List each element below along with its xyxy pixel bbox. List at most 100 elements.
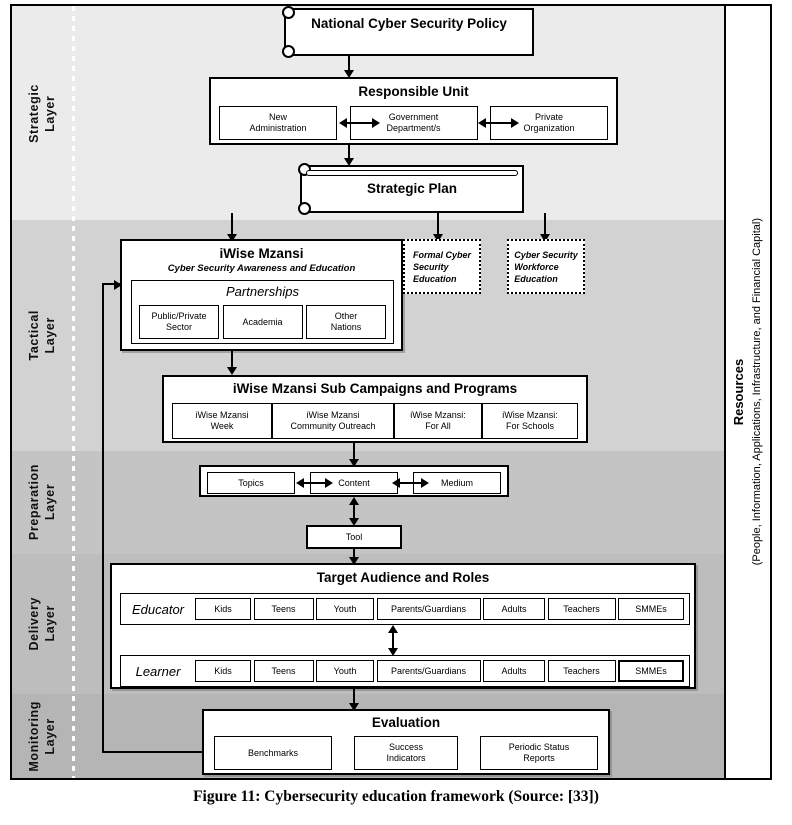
connector-iwise-to-subcampaigns	[231, 351, 233, 373]
doc-curl-top-icon	[282, 6, 295, 19]
node-learner-parents-guardians-label: Parents/Guardians	[390, 665, 467, 676]
group-partnerships-title: Partnerships	[226, 284, 299, 299]
arrowhead-unit-to-plan-icon	[344, 158, 354, 166]
node-educator-parents-guardians[interactable]: Parents/Guardians	[376, 598, 481, 620]
node-educator-teachers[interactable]: Teachers	[547, 598, 616, 620]
node-iwise-for-schools[interactable]: iWise Mzansi:For Schools	[482, 403, 578, 439]
node-iwise-subtitle: Cyber Security Awareness and Education	[167, 263, 356, 274]
node-educator-adults[interactable]: Adults	[483, 598, 545, 620]
row-educator: Educator Kids Teens Youth Parents/Guardi…	[120, 593, 690, 625]
group-content-row: Topics Content Medium	[199, 465, 509, 497]
resources-subtitle: (People, Information, Applications, Infr…	[751, 218, 763, 566]
node-strategic-plan[interactable]: Strategic Plan	[298, 163, 524, 215]
node-benchmarks[interactable]: Benchmarks	[214, 736, 332, 770]
diagram-canvas: National Cyber Security Policy Responsib…	[72, 6, 726, 778]
node-medium-label: Medium	[440, 477, 473, 488]
node-tool[interactable]: Tool	[306, 525, 402, 549]
arrowhead-educator-up-icon	[388, 625, 398, 633]
node-content-label: Content	[338, 477, 370, 488]
plan-scroll-bar-icon	[306, 170, 518, 176]
arrowhead-medium-right-icon	[421, 478, 429, 488]
arrowhead-plan-iwise-icon	[227, 234, 237, 242]
node-iwise-mzansi[interactable]: iWise Mzansi Cyber Security Awareness an…	[120, 239, 403, 351]
arrowhead-gov-right-icon	[372, 118, 380, 128]
connector-gov-private	[483, 122, 515, 124]
node-learner-teachers[interactable]: Teachers	[547, 660, 616, 682]
node-learner-youth[interactable]: Youth	[316, 660, 374, 682]
node-learner-teens-label: Teens	[271, 665, 296, 676]
node-educator-teachers-label: Teachers	[563, 603, 600, 614]
node-learner-teens[interactable]: Teens	[253, 660, 314, 682]
arrowhead-tool-down-icon	[349, 518, 359, 526]
connector-plan-to-formal	[437, 213, 439, 238]
arrowhead-delivery-evaluation-icon	[349, 703, 359, 711]
node-sub-campaigns[interactable]: iWise Mzansi Sub Campaigns and Programs …	[162, 375, 588, 443]
node-strategic-plan-label: Strategic Plan	[366, 181, 458, 196]
connector-plan-to-workforce	[544, 213, 546, 238]
connector-policy-to-unit	[348, 56, 350, 74]
node-topics-label: Topics	[238, 477, 264, 488]
node-educator-teens-label: Teens	[271, 603, 296, 614]
node-learner-youth-label: Youth	[333, 665, 357, 676]
node-academia-label: Academia	[242, 316, 283, 327]
node-educator-smmes-label: SMMEs	[635, 603, 667, 614]
node-educator-youth[interactable]: Youth	[316, 598, 374, 620]
arrowhead-gov-left-icon	[478, 118, 486, 128]
node-academia[interactable]: Academia	[222, 305, 303, 339]
figure-caption: Figure 11: Cybersecurity education frame…	[193, 788, 599, 805]
node-learner-smmes[interactable]: SMMEs	[618, 660, 684, 682]
node-educator-kids-label: Kids	[214, 603, 232, 614]
node-educator-teens[interactable]: Teens	[253, 598, 314, 620]
node-iwise-for-all-label: iWise Mzansi:For All	[410, 410, 466, 431]
node-educator-parents-guardians-label: Parents/Guardians	[390, 603, 467, 614]
connector-admin-gov	[344, 122, 376, 124]
node-responsible-unit-title: Responsible Unit	[358, 84, 469, 99]
arrowhead-plan-workforce-icon	[540, 234, 550, 242]
arrowhead-content-right-icon	[325, 478, 333, 488]
arrowhead-topics-left-icon	[296, 478, 304, 488]
arrowhead-admin-left-icon	[339, 118, 347, 128]
node-medium[interactable]: Medium	[413, 472, 501, 494]
node-educator-smmes[interactable]: SMMEs	[618, 598, 684, 620]
arrowhead-iwise-sub-icon	[227, 367, 237, 375]
node-topics[interactable]: Topics	[207, 472, 295, 494]
connector-topics-content	[301, 482, 329, 484]
node-learner-kids-label: Kids	[214, 665, 232, 676]
node-national-cyber-security-policy[interactable]: National Cyber Security Policy	[282, 6, 534, 58]
arrowhead-sub-prep-icon	[349, 459, 359, 467]
node-learner-kids[interactable]: Kids	[195, 660, 251, 682]
arrowhead-tool-delivery-icon	[349, 557, 359, 565]
layer-divider-dotted	[72, 6, 75, 778]
node-educator-kids[interactable]: Kids	[195, 598, 251, 620]
arrowhead-feedback-icon	[114, 280, 122, 290]
node-benchmarks-label: Benchmarks	[247, 747, 299, 758]
node-iwise-for-all[interactable]: iWise Mzansi:For All	[394, 403, 482, 439]
connector-sub-to-topics-row	[353, 443, 355, 465]
connector-feedback-vertical	[102, 283, 104, 753]
node-learner-adults[interactable]: Adults	[483, 660, 545, 682]
node-learner-parents-guardians[interactable]: Parents/Guardians	[376, 660, 481, 682]
